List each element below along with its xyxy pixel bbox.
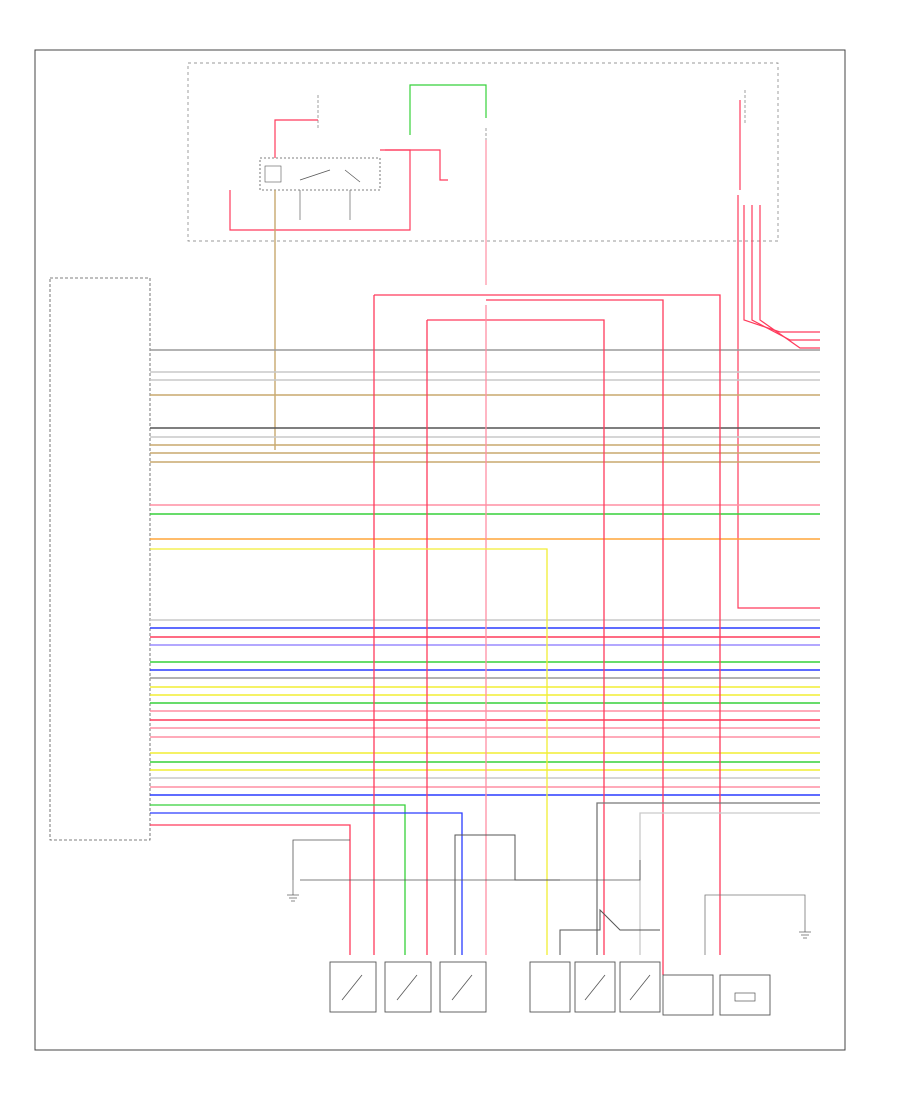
wire-right-pink-1 [737, 195, 820, 609]
relay-block [259, 90, 746, 191]
wire-relay-red-a [274, 119, 318, 158]
coil-5 [574, 961, 616, 1013]
coil-5-winding [584, 974, 606, 1001]
feed-red-coil1 [150, 824, 351, 955]
coil-2-winding [396, 974, 418, 1001]
coil-1-body [329, 961, 377, 1013]
diagram-frame [34, 49, 846, 1051]
feed-darkgray-d [300, 860, 641, 881]
coil-2 [384, 961, 432, 1013]
injector-feed-wires [150, 294, 820, 975]
feed-darkgray-b [559, 908, 660, 955]
coil-6-body [619, 961, 661, 1013]
sensor-2-body [719, 974, 771, 1016]
coil-3-winding [451, 974, 473, 1001]
pcm-body [49, 277, 151, 841]
feed-red-2 [374, 294, 721, 955]
pcm-module [49, 277, 151, 841]
wire-relay-red-c [385, 149, 448, 181]
sensor-1-body [662, 974, 714, 1016]
coil-1 [329, 961, 377, 1013]
fuse-box-wiring [229, 84, 487, 450]
feed-gray-top [596, 802, 820, 955]
feed-yellow [150, 548, 548, 955]
feed-lightgray [639, 812, 820, 955]
feed-gray-sensor [704, 894, 806, 955]
coil-4 [529, 961, 571, 1013]
coil-3-body [439, 961, 487, 1013]
coil-4-body [529, 961, 571, 1013]
sensor-2-element [734, 992, 756, 1002]
relay-contact [344, 169, 361, 183]
feed-blue [150, 812, 463, 955]
wire-right-pink-3 [751, 205, 820, 341]
sensor-1 [662, 974, 714, 1016]
wire-right-pink-4 [759, 205, 820, 349]
coil-5-body [574, 961, 616, 1013]
feed-darkgray-c [292, 839, 350, 880]
ground-right [799, 920, 811, 939]
wire-right-pink-2 [743, 205, 820, 333]
components [329, 961, 771, 1016]
right-feed-wiring [737, 100, 820, 609]
sensor-2 [719, 974, 771, 1016]
relay-switch [299, 169, 331, 181]
feed-darkgray-a [454, 834, 560, 955]
relay-coil-symbol [264, 165, 282, 183]
coil-3 [439, 961, 487, 1013]
relay-body [259, 157, 381, 191]
feed-red-5 [486, 299, 664, 975]
ground-symbols [287, 880, 811, 939]
coil-6-winding [629, 974, 651, 1001]
fuse-box-border [187, 62, 779, 242]
pcm-signal-wires [150, 349, 820, 796]
wire-fuse-green [409, 84, 487, 135]
fuse-box [187, 62, 779, 242]
feed-green [150, 804, 406, 955]
coil-6 [619, 961, 661, 1013]
coil-2-body [384, 961, 432, 1013]
coil-1-winding [341, 974, 363, 1001]
ground-left [287, 880, 299, 902]
